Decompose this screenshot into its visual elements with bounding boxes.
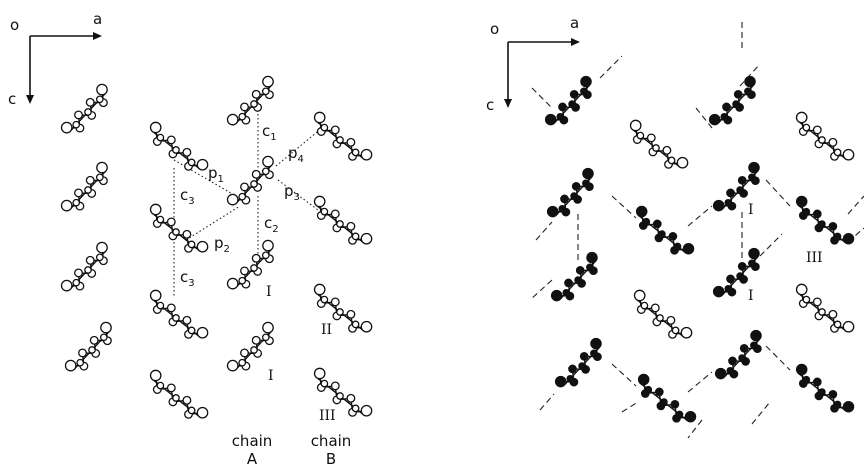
right-molecule-labels: I I III: [748, 202, 823, 304]
contact-label-p4: p4: [288, 144, 304, 165]
right-molecule-label-III: III: [806, 250, 823, 266]
contact-label-c3-upper: c3: [180, 186, 195, 207]
right-axes: o a c: [486, 14, 580, 114]
mol-col1-1: [60, 83, 108, 134]
mol-chainB-2: [313, 195, 373, 245]
right-molecule-label-I-lower: I: [748, 288, 754, 304]
chain-A-name: A: [247, 450, 258, 467]
mol-chainA-3: [226, 239, 274, 290]
rmol-4: [554, 337, 602, 388]
mol-chainA-2: [226, 155, 274, 206]
mol-col2-1: [149, 121, 209, 171]
rmol-11: [712, 247, 760, 298]
mol-chainA-1: [226, 75, 274, 126]
mol-col2-2: [149, 203, 209, 253]
mol-col1-4: [64, 321, 112, 372]
rmol-8: [637, 373, 697, 423]
contact-label-p2: p2: [214, 234, 230, 255]
chain-labels: chain A chain B: [232, 432, 352, 467]
right-molecules: [544, 75, 855, 423]
mol-col1-2: [60, 161, 108, 212]
contact-label-p3: p3: [284, 182, 300, 203]
left-molecules: [60, 75, 373, 419]
contact-label-c1: c1: [262, 122, 277, 143]
left-contact-lines: [173, 102, 323, 298]
contact-label-c3-lower: c3: [180, 268, 195, 289]
rmol-1: [544, 75, 592, 126]
left-contact-labels: c1 c2 c3 c3 p1 p2 p3 p4: [180, 122, 304, 289]
mol-col1-3: [60, 241, 108, 292]
chain-B-name: B: [326, 450, 336, 467]
rmol-15: [795, 283, 855, 333]
rmol-9: [708, 75, 756, 126]
mol-chainB-3: [313, 283, 373, 333]
right-hbond-lines: [529, 20, 864, 439]
right-origin-label: o: [490, 20, 499, 38]
contact-label-p1: p1: [208, 164, 224, 185]
left-origin-label: o: [10, 16, 19, 34]
right-panel: o a c: [486, 14, 864, 439]
mol-col2-4: [149, 369, 209, 419]
mol-chainB-4: [313, 367, 373, 417]
left-axis-a-label: a: [93, 10, 102, 28]
rmol-7: [633, 289, 693, 339]
rmol-3: [550, 251, 598, 302]
left-molecule-labels: I I II III: [266, 284, 336, 424]
left-axes: o a c: [8, 10, 102, 108]
rmol-12: [714, 329, 762, 380]
right-axis-a-label: a: [570, 14, 579, 32]
left-panel: o a c c1 c2 c3 c3 p1 p2 p3 p4 I I: [8, 10, 373, 467]
right-molecule-label-I-upper: I: [748, 202, 754, 218]
rmol-10: [712, 161, 760, 212]
molecule-label-III: III: [319, 408, 336, 424]
rmol-6: [635, 205, 695, 255]
molecule-label-I-upper: I: [266, 284, 272, 300]
left-axis-c-label: c: [8, 90, 16, 108]
mol-col2-3: [149, 289, 209, 339]
rmol-2: [546, 167, 594, 218]
molecule-label-II: II: [321, 322, 332, 338]
mol-chainB-1: [313, 111, 373, 161]
rmol-14: [795, 195, 855, 245]
mol-chainA-4: [226, 321, 274, 372]
rmol-5: [629, 119, 689, 169]
contact-label-c2: c2: [264, 214, 279, 235]
rmol-16: [795, 363, 855, 413]
chain-B-word: chain: [311, 432, 352, 450]
chain-A-word: chain: [232, 432, 273, 450]
molecule-label-I-lower: I: [268, 368, 274, 384]
rmol-13: [795, 111, 855, 161]
right-axis-c-label: c: [486, 96, 494, 114]
